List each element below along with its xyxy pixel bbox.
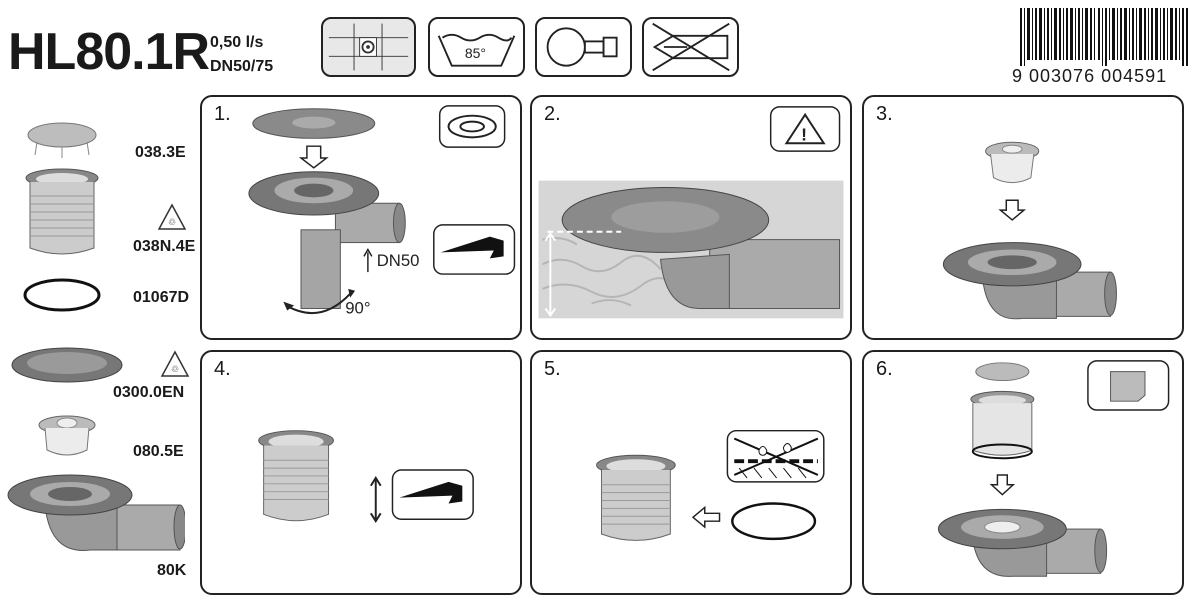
- temperature-bath-icon: 85°: [428, 17, 525, 77]
- extension-sleeve-icon: [22, 168, 102, 258]
- recycle-icon: ♲: [160, 350, 190, 380]
- step-number: 6.: [876, 358, 893, 380]
- step-number: 1.: [214, 103, 231, 125]
- flange-plate-icon: [10, 345, 125, 390]
- part-code: 80K: [157, 562, 187, 579]
- temperature-label: 85°: [465, 45, 486, 61]
- recycle-icon: ♲: [157, 203, 187, 233]
- o-ring-icon: [22, 275, 102, 315]
- flow-rate: 0,50 l/s: [210, 34, 264, 51]
- step-number: 4.: [214, 358, 231, 380]
- part-code: 01067D: [133, 289, 190, 306]
- odour-trap-icon: [35, 410, 100, 460]
- step-number: 5.: [544, 358, 561, 380]
- barcode: [1020, 8, 1190, 66]
- model-title: HL80.1R: [8, 23, 210, 81]
- step-panel-4: 4.: [200, 350, 522, 595]
- part-code: 038.3E: [135, 144, 186, 161]
- tile-grid-icon: [321, 17, 416, 77]
- pipe-size: DN50/75: [210, 58, 274, 75]
- step-panel-2: 2. !: [530, 95, 852, 340]
- step-panel-3: 3.: [862, 95, 1184, 340]
- part-code: 038N.4E: [133, 238, 196, 255]
- svg-text:♲: ♲: [168, 217, 176, 227]
- step-panel-1: 1. DN50 90°: [200, 95, 522, 340]
- part-code: 080.5E: [133, 443, 184, 460]
- step-panel-6: 6.: [862, 350, 1184, 595]
- pipe-size-annotation: DN50: [377, 251, 420, 270]
- step-number: 3.: [876, 103, 893, 125]
- no-cutting-icon: [642, 17, 739, 77]
- drain-body-icon: [5, 470, 187, 560]
- pipe-connection-icon: [535, 17, 632, 77]
- step-panel-5: 5.: [530, 350, 852, 595]
- svg-text:♲: ♲: [171, 364, 179, 374]
- step-number: 2.: [544, 103, 561, 125]
- part-code: 0300.0EN: [113, 384, 185, 401]
- cover-plate-icon: [25, 120, 100, 160]
- barcode-number: 9 003076 004591: [1012, 66, 1168, 86]
- rotation-angle-annotation: 90°: [345, 298, 370, 317]
- svg-text:!: !: [801, 124, 807, 144]
